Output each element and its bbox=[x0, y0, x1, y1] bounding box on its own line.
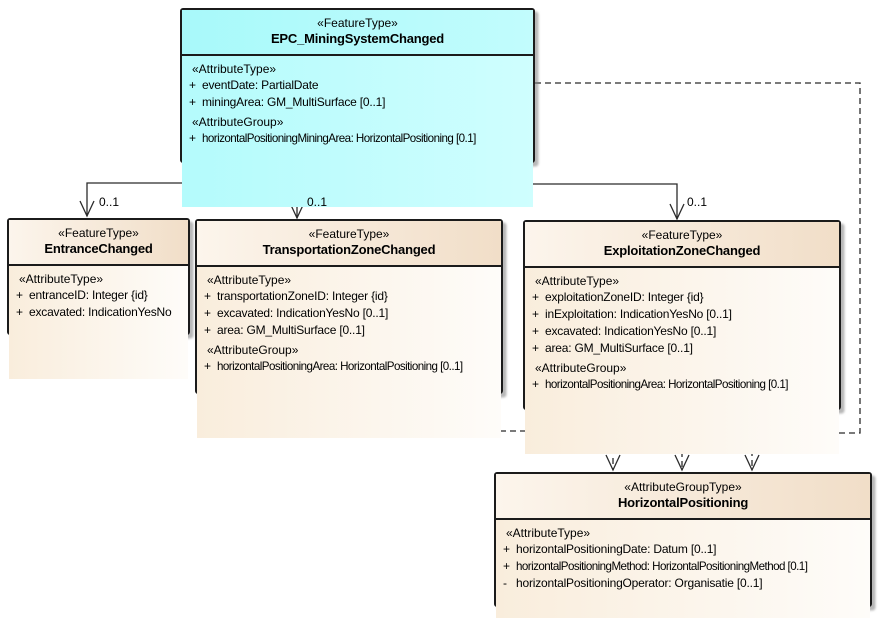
class-epc-mining-system-changed: «FeatureType» EPC_MiningSystemChanged «A… bbox=[180, 8, 535, 207]
attribute-row: +transportationZoneID: Integer {id} bbox=[204, 289, 388, 303]
attribute-compartment: «AttributeType» +transportationZoneID: I… bbox=[197, 267, 501, 438]
class-name: TransportationZoneChanged bbox=[262, 242, 436, 257]
attribute-compartment: «AttributeType» +exploitationZoneID: Int… bbox=[525, 268, 839, 454]
stereotype-row: «AttributeType» bbox=[506, 526, 591, 540]
stereotype-row: «AttributeType» bbox=[207, 273, 292, 287]
attribute-row: +horizontalPositioningMiningArea: Horizo… bbox=[189, 131, 476, 145]
class-horizontal-positioning: «AttributeGroupType» HorizontalPositioni… bbox=[494, 472, 872, 618]
arrowhead-dep3-icon bbox=[744, 454, 760, 472]
arrowhead-transportation-icon bbox=[289, 202, 305, 220]
attribute-row: +exploitationZoneID: Integer {id} bbox=[532, 290, 704, 304]
multiplicity-label: 0..1 bbox=[99, 195, 120, 209]
attribute-row: +excavated: IndicationYesNo [0..1] bbox=[204, 306, 389, 320]
attribute-row: +area: GM_MultiSurface [0..1] bbox=[204, 323, 365, 337]
class-header: «FeatureType» TransportationZoneChanged bbox=[197, 221, 501, 267]
class-exploitation-zone-changed: «FeatureType» ExploitationZoneChanged «A… bbox=[523, 220, 841, 454]
attribute-compartment: «AttributeType» +eventDate: PartialDate … bbox=[182, 56, 533, 207]
multiplicity-label: 0..1 bbox=[307, 195, 328, 209]
class-stereotype: «FeatureType» bbox=[317, 16, 398, 30]
attribute-compartment: «AttributeType» +horizontalPositioningDa… bbox=[496, 520, 870, 618]
multiplicity-label: 0..1 bbox=[687, 195, 708, 209]
attribute-row: +area: GM_MultiSurface [0..1] bbox=[532, 341, 693, 355]
attribute-row: +horizontalPositioningArea: HorizontalPo… bbox=[532, 377, 788, 391]
stereotype-row: «AttributeType» bbox=[192, 62, 277, 76]
class-transportation-zone-changed: «FeatureType» TransportationZoneChanged … bbox=[195, 219, 503, 438]
class-name: HorizontalPositioning bbox=[617, 495, 749, 510]
class-stereotype: «FeatureType» bbox=[308, 227, 390, 241]
attribute-row: +horizontalPositioningDate: Datum [0..1] bbox=[503, 542, 717, 556]
arrowhead-dep2-icon bbox=[674, 454, 690, 472]
attribute-row: +horizontalPositioningArea: HorizontalPo… bbox=[204, 359, 463, 373]
class-stereotype: «AttributeGroupType» bbox=[624, 480, 742, 494]
class-name: EPC_MiningSystemChanged bbox=[270, 31, 445, 46]
attribute-row: +excavated: IndicationYesNo [0..1] bbox=[532, 324, 717, 338]
attribute-row: +horizontalPositioningMethod: Horizontal… bbox=[503, 559, 808, 573]
class-name: EntranceChanged bbox=[44, 241, 153, 256]
stereotype-row: «AttributeGroup» bbox=[192, 115, 284, 129]
arrowhead-exploitation-icon bbox=[669, 203, 685, 221]
class-header: «AttributeGroupType» HorizontalPositioni… bbox=[496, 474, 870, 520]
attribute-row: +excavated: IndicationYesNo bbox=[16, 305, 172, 319]
stereotype-row: «AttributeGroup» bbox=[207, 343, 299, 357]
attribute-row: +eventDate: PartialDate bbox=[189, 78, 319, 92]
class-name: ExploitationZoneChanged bbox=[603, 243, 761, 258]
class-entrance-changed: «FeatureType» EntranceChanged «Attribute… bbox=[7, 218, 190, 379]
stereotype-row: «AttributeType» bbox=[19, 272, 104, 286]
class-header: «FeatureType» EPC_MiningSystemChanged bbox=[182, 10, 533, 56]
attribute-row: +miningArea: GM_MultiSurface [0..1] bbox=[189, 95, 386, 109]
attribute-row: +entranceID: Integer {id} bbox=[16, 288, 148, 302]
class-header: «FeatureType» EntranceChanged bbox=[9, 220, 188, 266]
class-stereotype: «FeatureType» bbox=[641, 228, 723, 242]
arrowhead-dep1-icon bbox=[605, 454, 621, 472]
attribute-row: +inExploitation: IndicationYesNo [0..1] bbox=[532, 307, 732, 321]
attribute-compartment: «AttributeType» +entranceID: Integer {id… bbox=[9, 266, 188, 379]
stereotype-row: «AttributeGroup» bbox=[535, 361, 627, 375]
stereotype-row: «AttributeType» bbox=[535, 274, 620, 288]
attribute-row: -horizontalPositioningOperator: Organisa… bbox=[503, 576, 763, 590]
class-stereotype: «FeatureType» bbox=[58, 226, 139, 240]
arrowhead-entrance-icon bbox=[79, 200, 95, 218]
class-header: «FeatureType» ExploitationZoneChanged bbox=[525, 222, 839, 268]
